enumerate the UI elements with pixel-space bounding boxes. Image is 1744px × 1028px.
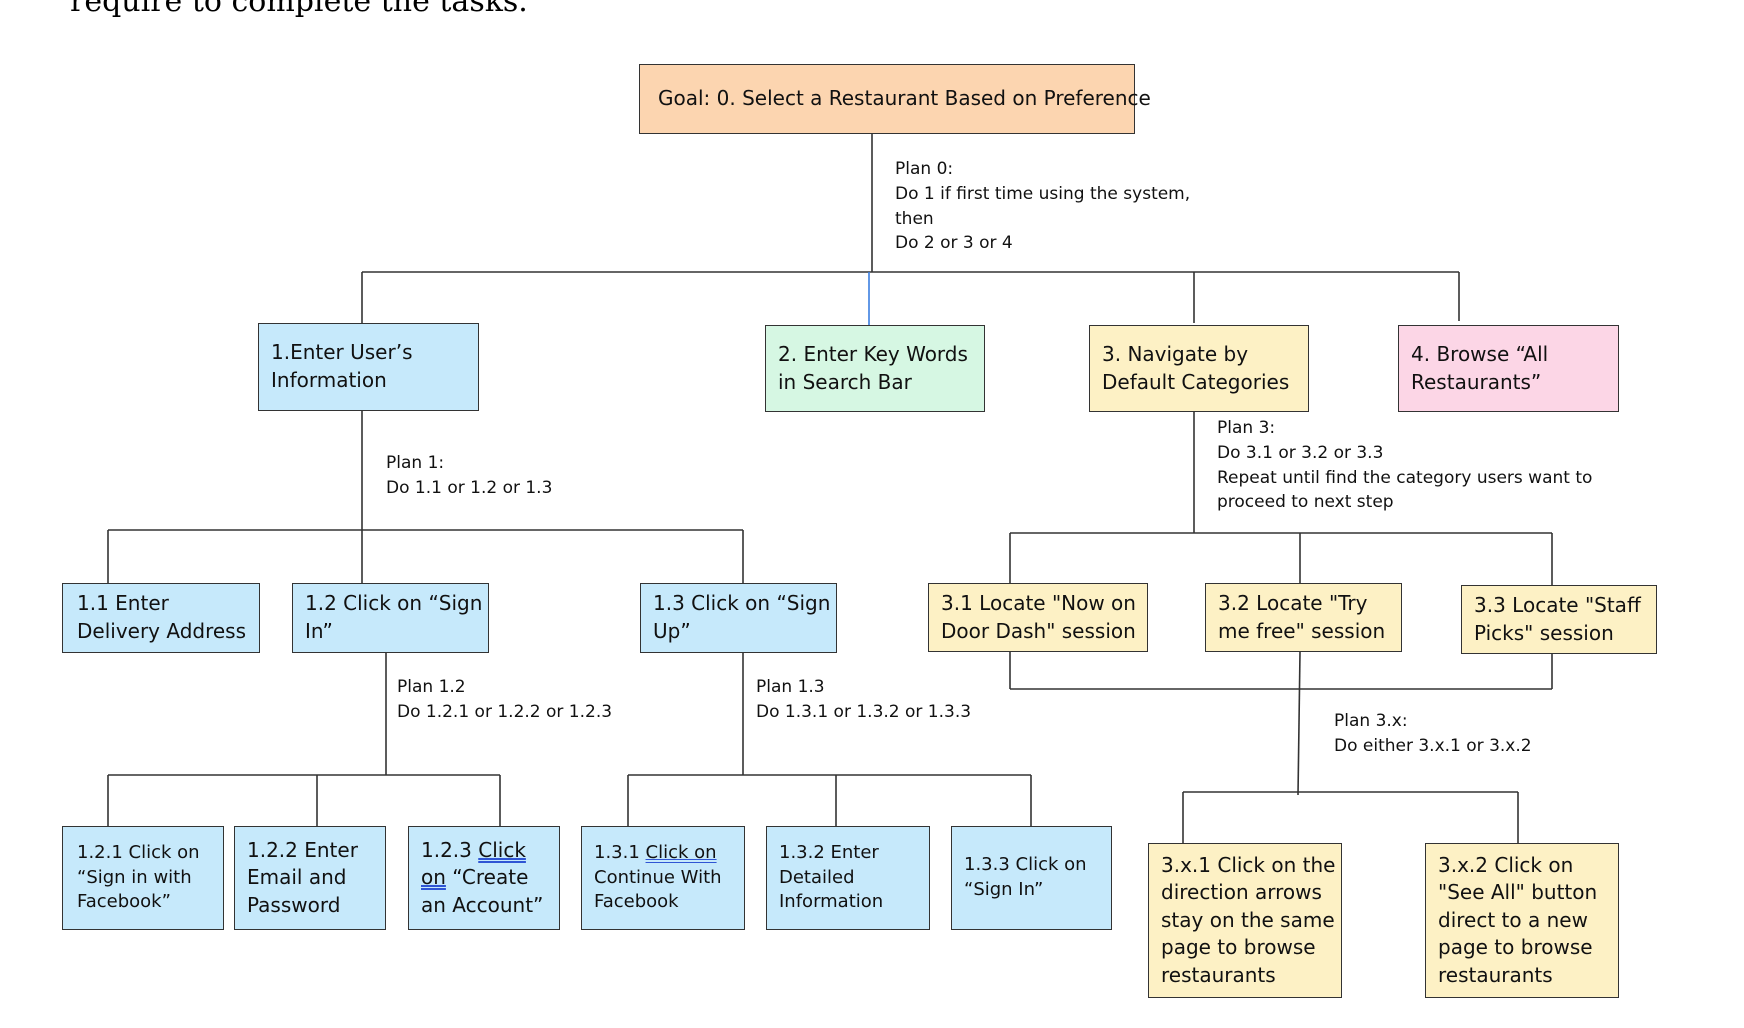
plan-3-line1: Plan 3: <box>1217 418 1276 438</box>
node-3-2-line1: 3.2 Locate "Try <box>1218 590 1368 615</box>
goal-label: Goal: 0. Select a Restaurant Based on Pr… <box>658 86 1151 111</box>
node-1-3-1-continue-facebook: 1.3.1 Click on Continue With Facebook <box>581 826 745 930</box>
node-1-2-3-line1: 1.2.3 Click <box>421 837 547 865</box>
plan-0-line1: Plan 0: <box>895 159 954 179</box>
node-1-3-line1: 1.3 Click on “Sign <box>653 591 831 616</box>
node-2-enter-keywords: 2. Enter Key Words in Search Bar <box>765 325 985 412</box>
node-1-1-enter-address: 1.1 Enter Delivery Address <box>62 583 260 653</box>
plan-0: Plan 0: Do 1 if first time using the sys… <box>895 157 1190 256</box>
plan-3-x-line1: Plan 3.x: <box>1334 711 1408 731</box>
node-1-2-1-facebook-sign-in: 1.2.1 Click on “Sign in with Facebook” <box>62 826 224 930</box>
plan-1: Plan 1: Do 1.1 or 1.2 or 1.3 <box>386 451 552 501</box>
node-1-2-line2: In” <box>305 619 333 643</box>
node-3-1-line1: 3.1 Locate "Now on <box>941 590 1136 615</box>
node-1-3-3-line2: “Sign In” <box>964 879 1044 900</box>
node-1-2-3-line1-underlined: Click <box>478 837 526 862</box>
node-4-line2: Restaurants” <box>1411 369 1542 394</box>
node-3-x-2-line5: restaurants <box>1438 962 1553 987</box>
node-3-1-line2: Door Dash" session <box>941 618 1136 643</box>
node-3-1-now-on-doordash: 3.1 Locate "Now on Door Dash" session <box>928 583 1148 652</box>
node-1-2-1-line2: “Sign in with <box>77 866 192 888</box>
node-4-browse-all: 4. Browse “All Restaurants” <box>1398 325 1619 412</box>
node-1-enter-user-info: 1.Enter User’s Information <box>258 323 479 411</box>
node-1-2-1-line3: Facebook” <box>77 891 171 913</box>
node-2-line1: 2. Enter Key Words <box>778 341 968 366</box>
node-3-x-1-line2: direction arrows <box>1161 880 1322 905</box>
node-1-3-1-line1: 1.3.1 Click on <box>594 841 732 866</box>
node-3-navigate-categories: 3. Navigate by Default Categories <box>1089 325 1309 412</box>
plan-3-x-line2: Do either 3.x.1 or 3.x.2 <box>1334 735 1532 756</box>
node-1-1-line2: Delivery Address <box>77 619 247 643</box>
node-1-2-3-line2-suffix: “Create <box>445 865 529 890</box>
node-1-3-2-line2: Detailed <box>779 866 855 888</box>
node-1-1-line1: 1.1 Enter <box>77 591 169 616</box>
plan-3-line2: Do 3.1 or 3.2 or 3.3 <box>1217 442 1384 463</box>
node-1-2-line1: 1.2 Click on “Sign <box>305 591 483 616</box>
plan-3-line4: proceed to next step <box>1217 492 1394 513</box>
node-2-line2: in Search Bar <box>778 369 912 394</box>
node-1-2-2-line3: Password <box>247 892 341 917</box>
plan-1-3-line1: Plan 1.3 <box>756 677 825 697</box>
node-1-3-line2: Up” <box>653 619 691 643</box>
node-1-2-3-line3: an Account” <box>421 892 544 917</box>
node-1-3-3-sign-in: 1.3.3 Click on “Sign In” <box>951 826 1112 930</box>
plan-0-line4: Do 2 or 3 or 4 <box>895 233 1013 254</box>
plan-0-line3: then <box>895 208 934 229</box>
node-1-2-2-line1: 1.2.2 Enter <box>247 837 358 862</box>
node-1-3-2-line1: 1.3.2 Enter <box>779 841 879 863</box>
node-4-line1: 4. Browse “All <box>1411 341 1549 366</box>
node-3-x-1-line3: stay on the same <box>1161 907 1335 932</box>
node-1-line2: Information <box>271 368 387 392</box>
plan-3: Plan 3: Do 3.1 or 3.2 or 3.3 Repeat unti… <box>1217 416 1592 515</box>
node-1-3-sign-up: 1.3 Click on “Sign Up” <box>640 583 837 653</box>
plan-1-2-line1: Plan 1.2 <box>397 677 466 697</box>
node-3-x-1-line1: 3.x.1 Click on the <box>1161 852 1336 877</box>
node-1-3-1-line1-prefix: 1.3.1 <box>594 841 646 863</box>
node-1-2-sign-in: 1.2 Click on “Sign In” <box>292 583 489 653</box>
node-3-3-staff-picks: 3.3 Locate "Staff Picks" session <box>1461 585 1657 654</box>
node-3-3-line2: Picks" session <box>1474 620 1614 645</box>
node-3-x-2-line1: 3.x.2 Click on <box>1438 852 1574 877</box>
node-1-2-3-line1-prefix: 1.2.3 <box>421 837 479 862</box>
node-1-2-3-create-account: 1.2.3 Click on “Create an Account” <box>408 826 560 930</box>
node-3-x-2-line4: page to browse <box>1438 935 1593 960</box>
node-3-x-1-line4: page to browse <box>1161 935 1316 960</box>
node-1-3-2-line3: Information <box>779 891 884 913</box>
node-3-x-1-direction-arrows: 3.x.1 Click on the direction arrows stay… <box>1148 843 1342 998</box>
plan-3-line3: Repeat until find the category users wan… <box>1217 467 1593 488</box>
node-1-line1: 1.Enter User’s <box>271 340 413 365</box>
header-partial-text: require to complete the tasks. <box>70 0 528 19</box>
plan-1-line1: Plan 1: <box>386 453 445 473</box>
node-1-2-2-email-password: 1.2.2 Enter Email and Password <box>234 826 386 930</box>
goal-node: Goal: 0. Select a Restaurant Based on Pr… <box>639 64 1151 134</box>
node-3-line2: Default Categories <box>1102 369 1290 394</box>
node-3-x-1-line5: restaurants <box>1161 962 1276 987</box>
plan-3-x: Plan 3.x: Do either 3.x.1 or 3.x.2 <box>1334 709 1532 759</box>
node-3-x-2-see-all: 3.x.2 Click on "See All" button direct t… <box>1425 843 1619 998</box>
node-3-x-2-line2: "See All" button <box>1438 880 1598 905</box>
node-1-2-3-line2: on “Create <box>421 864 547 892</box>
node-3-2-line2: me free" session <box>1218 618 1386 643</box>
node-1-3-1-line1-underlined: Click on <box>645 841 717 863</box>
plan-0-line2: Do 1 if first time using the system, <box>895 183 1191 204</box>
node-1-2-1-line1: 1.2.1 Click on <box>77 841 200 863</box>
node-1-3-1-line2: Continue With <box>594 866 722 888</box>
node-3-x-2-line3: direct to a new <box>1438 907 1588 932</box>
node-1-2-3-line2-underlined: on <box>421 865 446 890</box>
plan-1-3: Plan 1.3 Do 1.3.1 or 1.3.2 or 1.3.3 <box>756 675 971 725</box>
node-1-3-3-line1: 1.3.3 Click on <box>964 854 1087 876</box>
plan-1-3-line2: Do 1.3.1 or 1.3.2 or 1.3.3 <box>756 701 972 722</box>
plan-1-line2: Do 1.1 or 1.2 or 1.3 <box>386 477 553 498</box>
connector-3x-trunk <box>1297 651 1301 796</box>
node-3-3-line1: 3.3 Locate "Staff <box>1474 592 1641 617</box>
plan-1-2: Plan 1.2 Do 1.2.1 or 1.2.2 or 1.2.3 <box>397 675 612 725</box>
node-1-3-2-detailed-info: 1.3.2 Enter Detailed Information <box>766 826 930 930</box>
node-1-2-2-line2: Email and <box>247 865 347 890</box>
node-3-2-try-me-free: 3.2 Locate "Try me free" session <box>1205 583 1402 652</box>
plan-1-2-line2: Do 1.2.1 or 1.2.2 or 1.2.3 <box>397 701 613 722</box>
node-1-3-1-line3: Facebook <box>594 891 679 913</box>
node-3-line1: 3. Navigate by <box>1102 341 1249 366</box>
